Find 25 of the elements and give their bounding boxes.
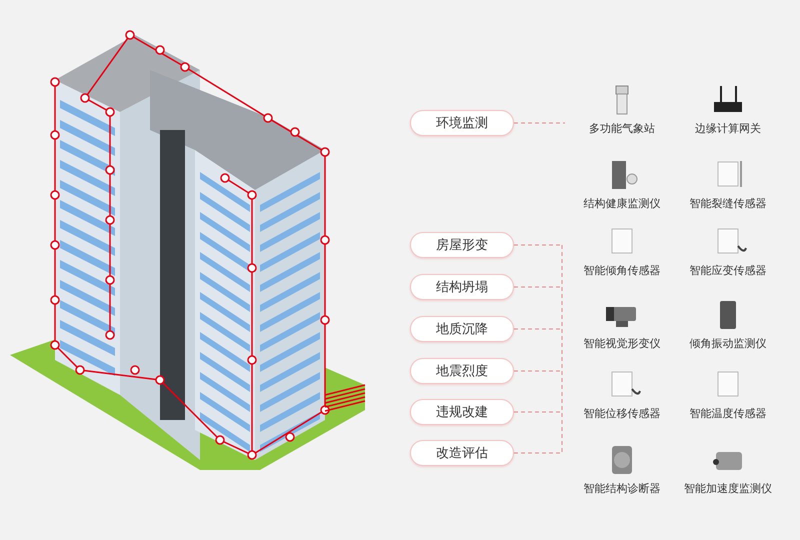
device-name: 结构健康监测仪 — [584, 197, 660, 211]
dashed-connector — [514, 286, 562, 288]
device-name: 智能应变传感器 — [690, 264, 766, 278]
category-pill: 地震烈度 — [410, 358, 514, 384]
device-name: 多功能气象站 — [589, 122, 655, 136]
device-name: 智能倾角传感器 — [584, 264, 660, 278]
dashed-connector — [514, 370, 562, 372]
device-name: 边缘计算网关 — [695, 122, 761, 136]
category-pill: 改造评估 — [410, 440, 514, 466]
device-name: 智能结构诊断器 — [584, 482, 660, 496]
device-name: 智能裂缝传感器 — [690, 197, 766, 211]
device-name: 智能加速度监测仪 — [684, 482, 772, 496]
category-pill: 环境监测 — [410, 110, 514, 136]
device-name: 倾角振动监测仪 — [690, 337, 766, 351]
device-name: 智能位移传感器 — [584, 407, 660, 421]
category-pill: 地质沉降 — [410, 316, 514, 342]
dashed-connector — [514, 122, 566, 124]
device-name: 智能温度传感器 — [690, 407, 766, 421]
category-pill: 违规改建 — [410, 399, 514, 425]
device-name: 智能视觉形变仪 — [584, 337, 660, 351]
category-pill: 房屋形变 — [410, 232, 514, 258]
category-pill: 结构坍塌 — [410, 274, 514, 300]
dashed-connector — [514, 328, 562, 330]
dashed-connector — [514, 244, 562, 246]
dashed-connector — [514, 452, 562, 454]
